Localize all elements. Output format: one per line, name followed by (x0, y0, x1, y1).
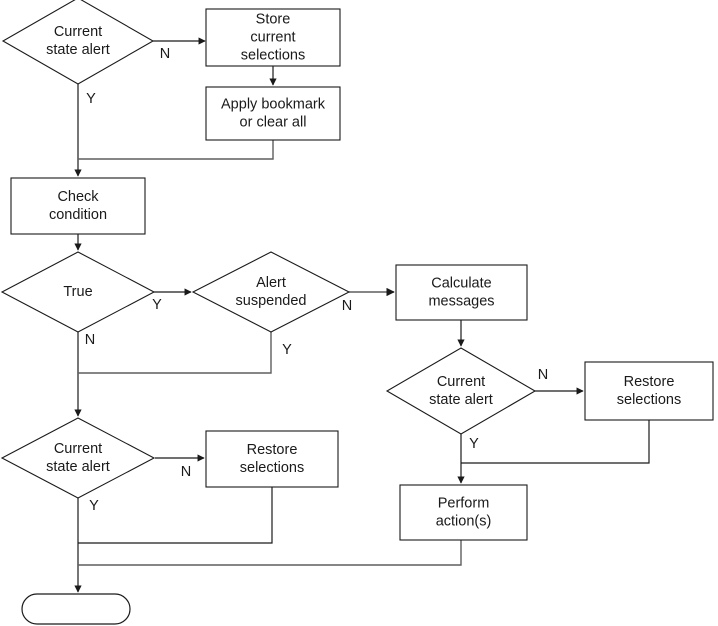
edge-e-apply-merge (78, 140, 274, 160)
process-shape (205, 8, 341, 67)
edge-label-lbl-y-alert3: Y (89, 498, 99, 514)
terminal-shape (21, 593, 131, 625)
edge-labels-layer: N Y Y N N Y N Y N Y (85, 46, 548, 514)
decision-shape (0, 417, 156, 499)
process-shape (395, 264, 528, 321)
node-t-end[interactable] (21, 593, 131, 625)
process-shape (10, 177, 146, 235)
edge-e-suspended-y-merge (78, 332, 272, 374)
decision-shape (0, 251, 156, 333)
decision-shape (191, 251, 351, 333)
edge-label-lbl-n-true: N (85, 332, 95, 348)
edge-label-lbl-n-alert3: N (181, 464, 191, 480)
edges-layer (74, 37, 650, 593)
edge-label-lbl-n-1: N (160, 46, 170, 62)
decision-shape (1, 0, 155, 85)
edge-label-lbl-n-suspended: N (342, 298, 352, 314)
edge-label-lbl-y-1: Y (86, 91, 96, 107)
edge-label-lbl-y-suspended: Y (282, 342, 292, 358)
edge-label-lbl-y-alert2: Y (469, 436, 479, 452)
node-label: True (63, 284, 92, 300)
edge-e-restore-bottom-merge (78, 487, 273, 544)
edge-label-lbl-y-true: Y (152, 297, 162, 313)
process-shape (584, 361, 714, 421)
process-shape (205, 86, 341, 141)
process-shape (205, 430, 339, 488)
edge-label-lbl-n-alert2: N (538, 367, 548, 383)
decision-shape (385, 347, 537, 435)
process-shape (399, 484, 528, 541)
node-d-true[interactable]: True (0, 251, 156, 333)
edge-e-restore-right-merge (461, 420, 650, 464)
edge-e-perform-merge (78, 540, 462, 566)
